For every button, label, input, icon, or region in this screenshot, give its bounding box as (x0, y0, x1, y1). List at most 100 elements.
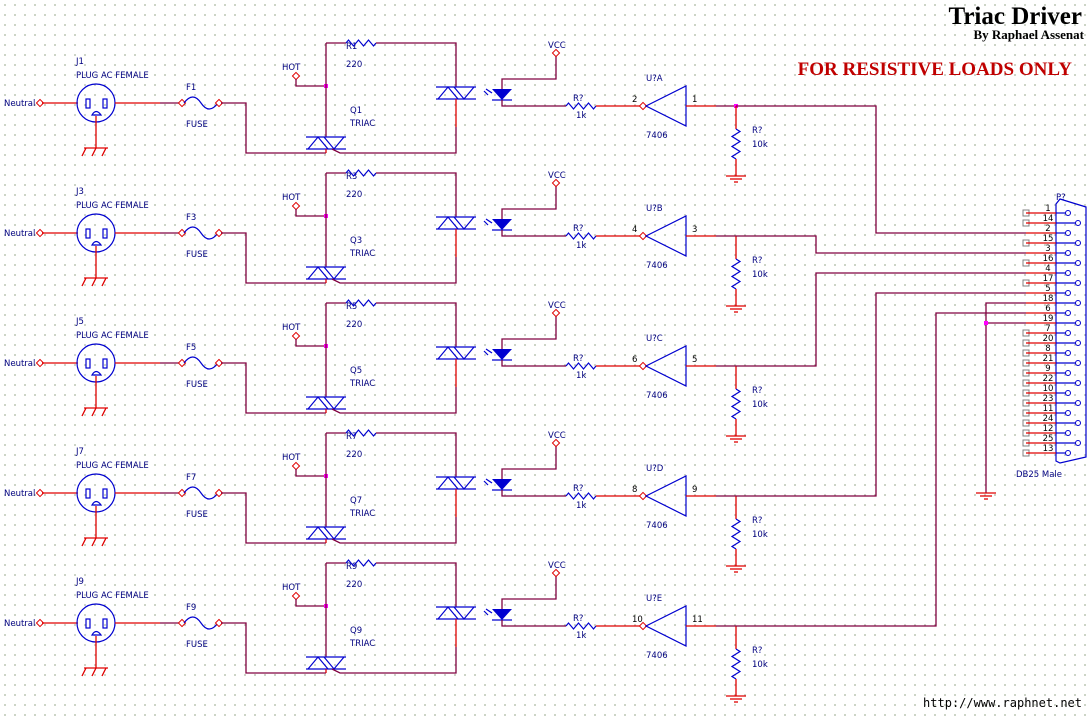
bus-wire-ch3 (736, 272, 1026, 367)
pin-number: 5 (1045, 284, 1050, 294)
gate-resistor-ref: R5 (346, 302, 357, 312)
ground-tick (91, 667, 97, 677)
pin-number: 12 (1043, 424, 1054, 434)
chassis-ground-icon (81, 537, 108, 547)
neutral-terminal[interactable] (35, 488, 45, 498)
gate-resistor-value: 220 (346, 190, 362, 200)
hot-wire (295, 599, 326, 607)
vcc-wire (501, 576, 557, 609)
led-arrow (483, 480, 489, 486)
fuse-terminal[interactable] (214, 98, 224, 108)
fuse-ref: F5 (186, 343, 196, 353)
inverter-input-bubble[interactable] (638, 491, 648, 501)
hot-terminal[interactable] (291, 71, 301, 81)
connector-pin-25[interactable]: 25 (1022, 434, 1081, 447)
triac-type: TRIAC (349, 639, 375, 649)
connector-pin-18[interactable]: 18 (1026, 294, 1081, 306)
neutral-terminal[interactable] (35, 358, 45, 368)
pin-contact (1075, 220, 1081, 226)
connector-pin-19[interactable]: 19 (1026, 314, 1081, 326)
pin-number: 1 (1045, 204, 1050, 214)
vcc-wire (501, 316, 557, 349)
fuse-terminal[interactable] (214, 618, 224, 628)
fuse-terminal[interactable] (177, 98, 187, 108)
connector-pin-24[interactable]: 24 (1022, 414, 1081, 427)
triac-diode (437, 216, 459, 230)
connector-pin-5[interactable]: 5 (1026, 284, 1071, 296)
pin-number: 24 (1043, 414, 1054, 424)
inverter-input-bubble[interactable] (638, 231, 648, 241)
opto-led-icon (483, 478, 512, 491)
connector-pin-6[interactable]: 6 (1026, 304, 1071, 316)
inverter-output-pin: 11 (692, 615, 703, 625)
fuse-terminal[interactable] (177, 488, 187, 498)
connector-pin-23[interactable]: 23 (1022, 394, 1081, 407)
hot-terminal[interactable] (291, 331, 301, 341)
chassis-ground-icon (81, 277, 108, 287)
connector-pin-15[interactable]: 15 (1022, 234, 1081, 247)
pin-contact (1065, 270, 1071, 276)
pin-contact (1065, 330, 1071, 336)
vcc-terminal[interactable] (551, 438, 561, 448)
connector-pin-1[interactable]: 1 (1022, 204, 1071, 217)
chassis-ground-icon (81, 147, 108, 157)
fuse-terminal[interactable] (214, 358, 224, 368)
hot-terminal[interactable] (291, 461, 301, 471)
connector-pin-13[interactable]: 13 (1022, 444, 1071, 457)
vcc-terminal[interactable] (551, 178, 561, 188)
pin-number: 15 (1043, 234, 1054, 244)
connector-pin-16[interactable]: 16 (1022, 254, 1081, 267)
fuse-terminal[interactable] (177, 358, 187, 368)
led-resistor-value: 1k (576, 241, 586, 251)
vcc-terminal[interactable] (551, 48, 561, 58)
connector-pin-4[interactable]: 4 (1026, 264, 1071, 276)
neutral-terminal[interactable] (35, 618, 45, 628)
gate-resistor-icon (345, 559, 377, 567)
inverter-input-bubble[interactable] (638, 101, 648, 111)
fuse-terminal[interactable] (177, 228, 187, 238)
led-wire (501, 230, 566, 237)
jack-type: PLUG AC FEMALE (76, 331, 149, 341)
hot-terminal[interactable] (291, 591, 301, 601)
vcc-terminal[interactable] (551, 568, 561, 578)
gate-resistor-ref: R7 (346, 432, 357, 442)
connector-pin-2[interactable]: 2 (1026, 224, 1071, 236)
fuse-terminal[interactable] (177, 618, 187, 628)
neutral-terminal[interactable] (35, 228, 45, 238)
pin-number: 13 (1043, 444, 1054, 454)
connector-pin-20[interactable]: 20 (1022, 334, 1081, 347)
vcc-terminal[interactable] (551, 308, 561, 318)
ground-tick (101, 277, 107, 287)
connector-pin-17[interactable]: 17 (1022, 274, 1081, 287)
pin-number: 18 (1043, 294, 1054, 304)
connector-pin-21[interactable]: 21 (1022, 354, 1081, 367)
wire (376, 42, 457, 87)
inverter-input-bubble[interactable] (638, 361, 648, 371)
hot-wire (295, 209, 326, 217)
fuse-terminal[interactable] (214, 228, 224, 238)
led-resistor-icon (565, 102, 597, 110)
connector-pin-22[interactable]: 22 (1022, 374, 1081, 387)
neutral-terminal[interactable] (35, 98, 45, 108)
triac-diode (323, 396, 345, 410)
connector-pin-8[interactable]: 8 (1022, 344, 1071, 357)
hot-terminal[interactable] (291, 201, 301, 211)
schematic-author: By Raphael Assenat (973, 27, 1084, 42)
fuse-terminal[interactable] (214, 488, 224, 498)
connector-pin-14[interactable]: 14 (1022, 214, 1081, 227)
connector-pin-12[interactable]: 12 (1022, 424, 1071, 437)
led-resistor-ref: R? (573, 614, 583, 624)
warning-note: FOR RESISTIVE LOADS ONLY (798, 59, 1073, 80)
connector-pin-10[interactable]: 10 (1022, 384, 1071, 397)
ground-tick (101, 407, 107, 417)
connector-pin-7[interactable]: 7 (1022, 324, 1071, 337)
pin-contact (1075, 320, 1081, 326)
connector-pin-9[interactable]: 9 (1022, 364, 1071, 377)
connector-pin-3[interactable]: 3 (1026, 244, 1071, 256)
connector-pin-11[interactable]: 11 (1022, 404, 1071, 417)
pin-contact (1065, 390, 1071, 396)
hot-wire (295, 79, 326, 87)
inverter-input-bubble[interactable] (638, 621, 648, 631)
led-resistor-icon (565, 622, 597, 630)
